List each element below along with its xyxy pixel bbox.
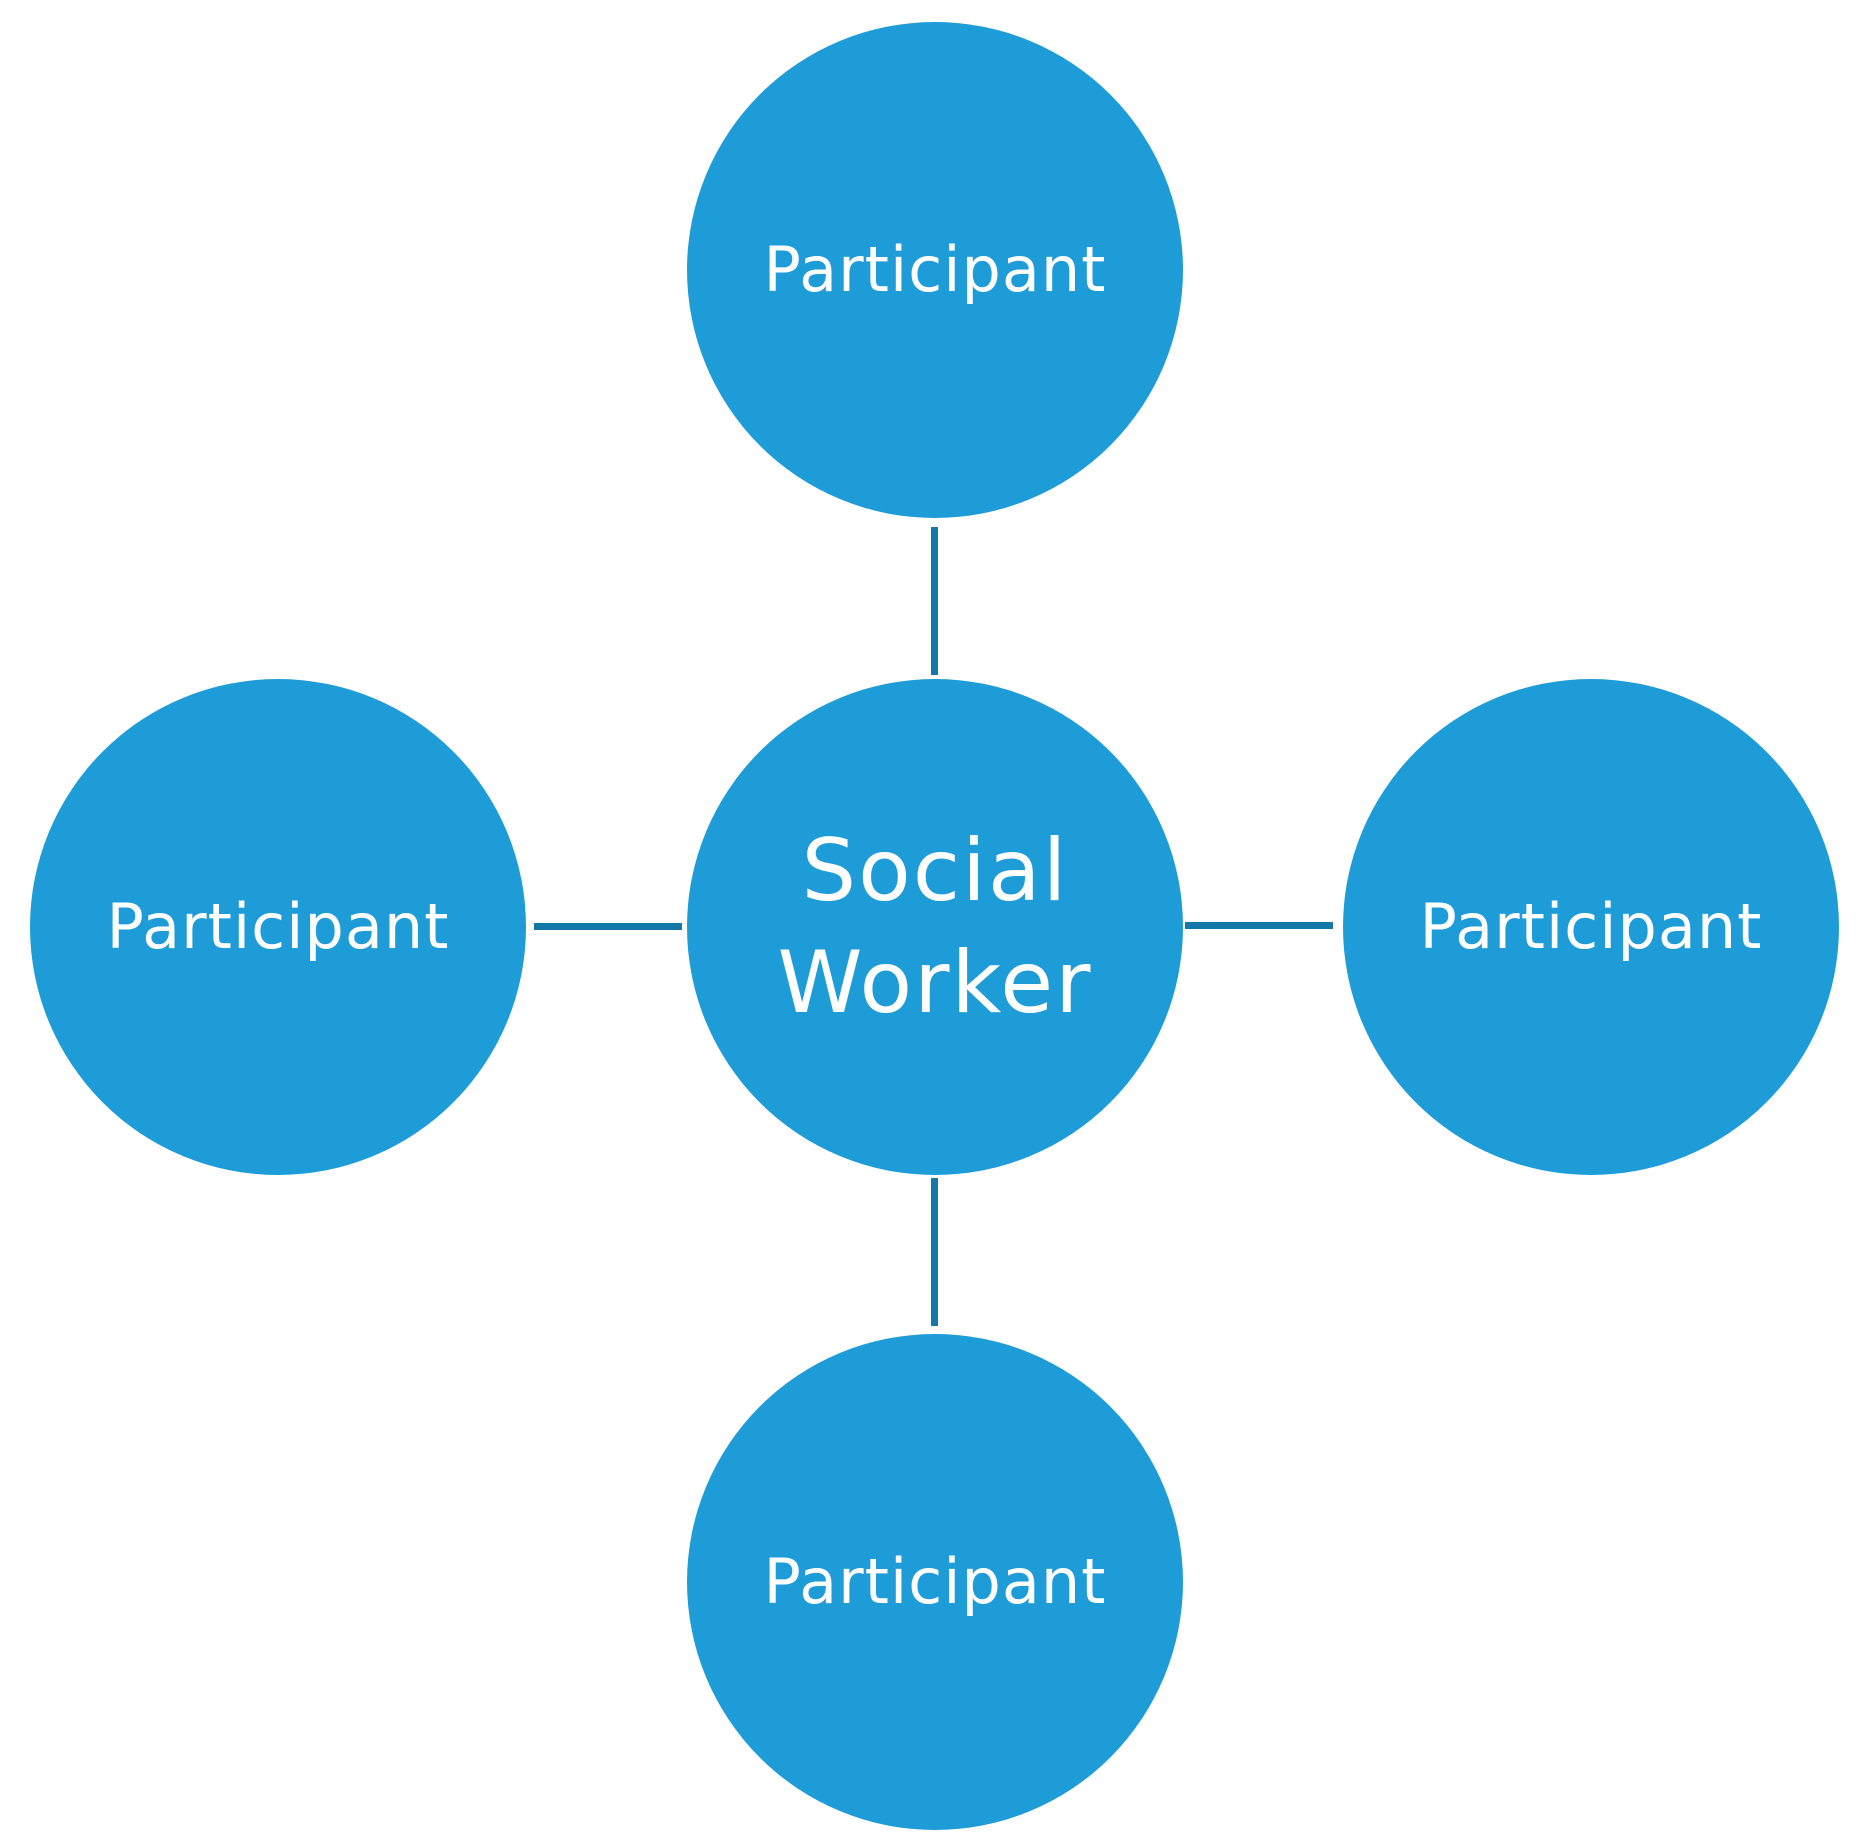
social-worker-node: Social Worker	[687, 679, 1183, 1175]
participant-node-top: Participant	[687, 22, 1183, 518]
social-worker-label-line1: Social	[801, 821, 1069, 921]
participant-label-bottom: Participant	[763, 1545, 1107, 1618]
social-worker-label: Social Worker	[778, 828, 1093, 1026]
participant-label-top: Participant	[763, 233, 1107, 306]
participant-node-left: Participant	[30, 679, 526, 1175]
participant-label-left: Participant	[106, 890, 450, 963]
participant-node-bottom: Participant	[687, 1334, 1183, 1830]
connector-right	[1185, 922, 1333, 929]
participant-node-right: Participant	[1343, 679, 1839, 1175]
connector-bottom	[931, 1178, 938, 1326]
connector-left	[534, 923, 682, 930]
participant-label-right: Participant	[1419, 890, 1763, 963]
social-worker-label-line2: Worker	[777, 933, 1093, 1033]
connector-top	[931, 527, 938, 675]
